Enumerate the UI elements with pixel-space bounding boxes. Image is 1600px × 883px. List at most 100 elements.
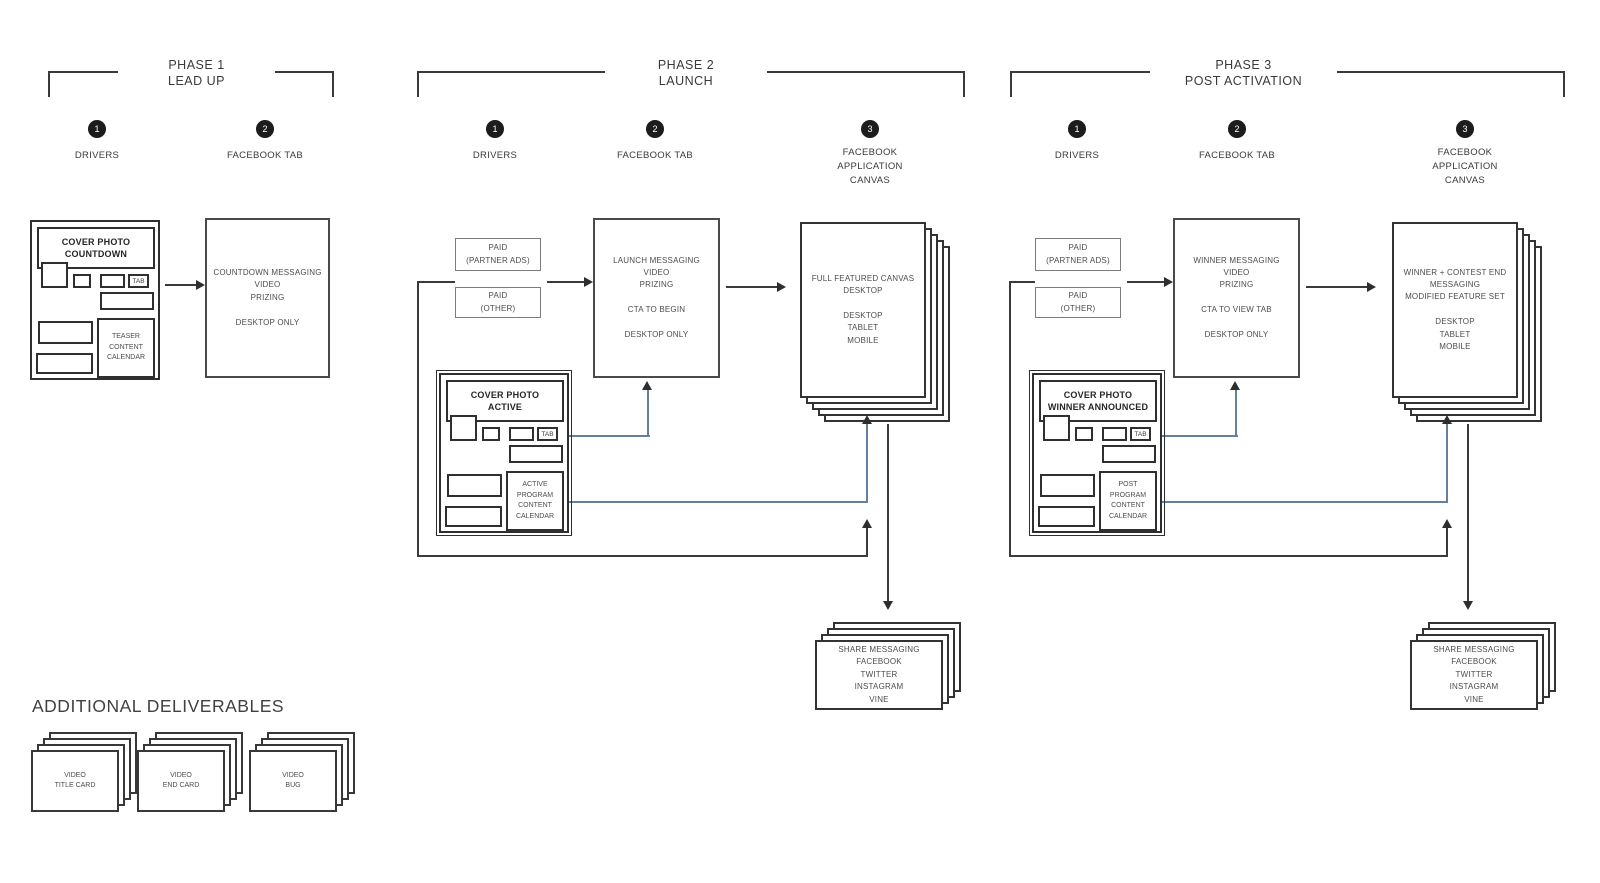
phase1-bracket-tick-left <box>48 71 50 97</box>
connector-page-to-tab <box>165 284 197 286</box>
paid-partner-ads-label: PAID (PARTNER ADS) <box>466 243 530 265</box>
phase3-bracket-tick-left <box>1010 71 1012 97</box>
nav-box-2 <box>100 274 125 288</box>
canvas-stack: FULL FEATURED CANVAS DESKTOP DESKTOP TAB… <box>800 222 952 424</box>
post-box-2 <box>445 506 502 527</box>
cover-photo-title: COVER PHOTO COUNTDOWN <box>61 236 131 259</box>
content-calendar-box: ACTIVE PROGRAM CONTENT CALENDAR <box>506 471 564 531</box>
content-calendar-label: POST PROGRAM CONTENT CALENDAR <box>1108 481 1148 520</box>
phase3-bracket-tick-right <box>1563 71 1565 97</box>
tab-chip: TAB <box>128 274 149 288</box>
step-circle-3: 3 <box>1456 120 1474 138</box>
step-label-facebook-tab: FACEBOOK TAB <box>226 150 304 161</box>
step-label-facebook-tab: FACEBOOK TAB <box>1198 150 1276 161</box>
phase-title: PHASE 2 <box>657 58 715 72</box>
phase2-bracket-tick-right <box>963 71 965 97</box>
facebook-tab-box: COUNTDOWN MESSAGING VIDEO PRIZING DESKTO… <box>205 218 330 378</box>
banner-box <box>1102 445 1156 463</box>
drivers-rail-bottom <box>417 555 868 557</box>
step-circle-1: 1 <box>486 120 504 138</box>
nav-box-2 <box>509 427 534 441</box>
arrowhead-up-icon <box>642 381 652 390</box>
deliverable-label: VIDEO BUG <box>282 771 304 790</box>
facebook-page-mockup: COVER PHOTO WINNER ANNOUNCED TAB POST PR… <box>1029 370 1165 536</box>
banner-box <box>509 445 563 463</box>
phase-subtitle: LEAD UP <box>168 74 225 89</box>
phase1-bracket-tick-right <box>332 71 334 97</box>
connector-tabchip-horizontal <box>558 435 650 437</box>
connector-tabchip-vertical <box>647 390 649 436</box>
arrowhead-up-icon <box>862 415 872 424</box>
nav-box-1 <box>1075 427 1093 441</box>
paid-other-label: PAID (OTHER) <box>1060 291 1096 313</box>
post-box-2 <box>1038 506 1095 527</box>
facebook-tab-content: WINNER MESSAGING VIDEO PRIZING CTA TO VI… <box>1193 255 1280 339</box>
arrowhead-right-icon <box>196 280 205 290</box>
share-content: SHARE MESSAGING FACEBOOK TWITTER INSTAGR… <box>838 645 920 704</box>
share-content: SHARE MESSAGING FACEBOOK TWITTER INSTAGR… <box>1433 645 1515 704</box>
deliverable-label: VIDEO TITLE CARD <box>54 771 96 790</box>
phase3-header: PHASE 3 POST ACTIVATION <box>1150 57 1337 90</box>
tab-chip: TAB <box>537 427 558 441</box>
connector-tab-to-canvas <box>1306 286 1368 288</box>
content-calendar-label: TEASER CONTENT CALENDAR <box>106 333 146 362</box>
canvas-content: FULL FEATURED CANVAS DESKTOP DESKTOP TAB… <box>811 273 915 345</box>
drivers-rail-bottom <box>1009 555 1448 557</box>
cover-photo-title: COVER PHOTO ACTIVE <box>470 389 540 412</box>
arrowhead-right-icon <box>777 282 786 292</box>
step-circle-1: 1 <box>1068 120 1086 138</box>
drivers-rail-vertical <box>417 281 419 557</box>
arrowhead-right-icon <box>584 277 593 287</box>
facebook-tab-box: WINNER MESSAGING VIDEO PRIZING CTA TO VI… <box>1173 218 1300 378</box>
drivers-rail-riser <box>866 528 868 556</box>
arrowhead-right-icon <box>1164 277 1173 287</box>
nav-box-1 <box>73 274 91 288</box>
phase-title: PHASE 3 <box>1215 58 1272 72</box>
arrowhead-up-icon <box>1230 381 1240 390</box>
connector-canvas-to-share <box>1467 424 1469 602</box>
phase1-header: PHASE 1 LEAD UP <box>118 57 275 90</box>
profile-picture-box <box>450 415 477 441</box>
step-label-drivers: DRIVERS <box>472 150 518 161</box>
phase-title: PHASE 1 <box>168 58 225 72</box>
banner-box <box>100 292 154 310</box>
share-card-front: SHARE MESSAGING FACEBOOK TWITTER INSTAGR… <box>1410 640 1538 710</box>
nav-box-2 <box>1102 427 1127 441</box>
facebook-page-mockup: COVER PHOTO ACTIVE TAB ACTIVE PROGRAM CO… <box>436 370 572 536</box>
facebook-tab-content: LAUNCH MESSAGING VIDEO PRIZING CTA TO BE… <box>613 255 700 339</box>
paid-partner-ads-box: PAID (PARTNER ADS) <box>1035 238 1121 271</box>
step-label-application-canvas: FACEBOOK APPLICATION CANVAS <box>837 147 903 186</box>
facebook-tab-content: COUNTDOWN MESSAGING VIDEO PRIZING DESKTO… <box>213 268 322 327</box>
additional-deliverables-heading: ADDITIONAL DELIVERABLES <box>32 696 285 716</box>
share-messaging-stack: SHARE MESSAGING FACEBOOK TWITTER INSTAGR… <box>815 622 963 712</box>
arrowhead-up-icon <box>1442 415 1452 424</box>
arrowhead-up-icon <box>1442 519 1452 528</box>
post-box-1 <box>38 321 93 344</box>
phase-subtitle: LAUNCH <box>658 74 714 89</box>
step-circle-2: 2 <box>256 120 274 138</box>
content-calendar-box: TEASER CONTENT CALENDAR <box>97 318 155 378</box>
connector-paid-to-tab <box>547 281 585 283</box>
paid-other-box: PAID (OTHER) <box>1035 287 1121 318</box>
connector-tabchip-horizontal <box>1151 435 1238 437</box>
content-calendar-box: POST PROGRAM CONTENT CALENDAR <box>1099 471 1157 531</box>
cover-photo-title: COVER PHOTO WINNER ANNOUNCED <box>1047 389 1149 412</box>
arrowhead-right-icon <box>1367 282 1376 292</box>
paid-partner-ads-box: PAID (PARTNER ADS) <box>455 238 541 271</box>
drivers-rail-vertical <box>1009 281 1011 557</box>
share-card-front: SHARE MESSAGING FACEBOOK TWITTER INSTAGR… <box>815 640 943 710</box>
canvas-page-front: FULL FEATURED CANVAS DESKTOP DESKTOP TAB… <box>800 222 926 398</box>
connector-calendar-vertical <box>866 424 868 502</box>
deliverable-label: VIDEO END CARD <box>162 771 200 790</box>
canvas-stack: WINNER + CONTEST END MESSAGING MODIFIED … <box>1392 222 1544 424</box>
connector-tabchip-vertical <box>1235 390 1237 436</box>
arrowhead-down-icon <box>1463 601 1473 610</box>
video-title-card-stack: VIDEO TITLE CARD <box>31 732 141 814</box>
step-label-drivers: DRIVERS <box>74 150 120 161</box>
drivers-rail-riser <box>1446 528 1448 556</box>
deliverable-card-front: VIDEO TITLE CARD <box>31 750 119 812</box>
post-box-1 <box>447 474 502 497</box>
step-circle-1: 1 <box>88 120 106 138</box>
nav-box-1 <box>482 427 500 441</box>
